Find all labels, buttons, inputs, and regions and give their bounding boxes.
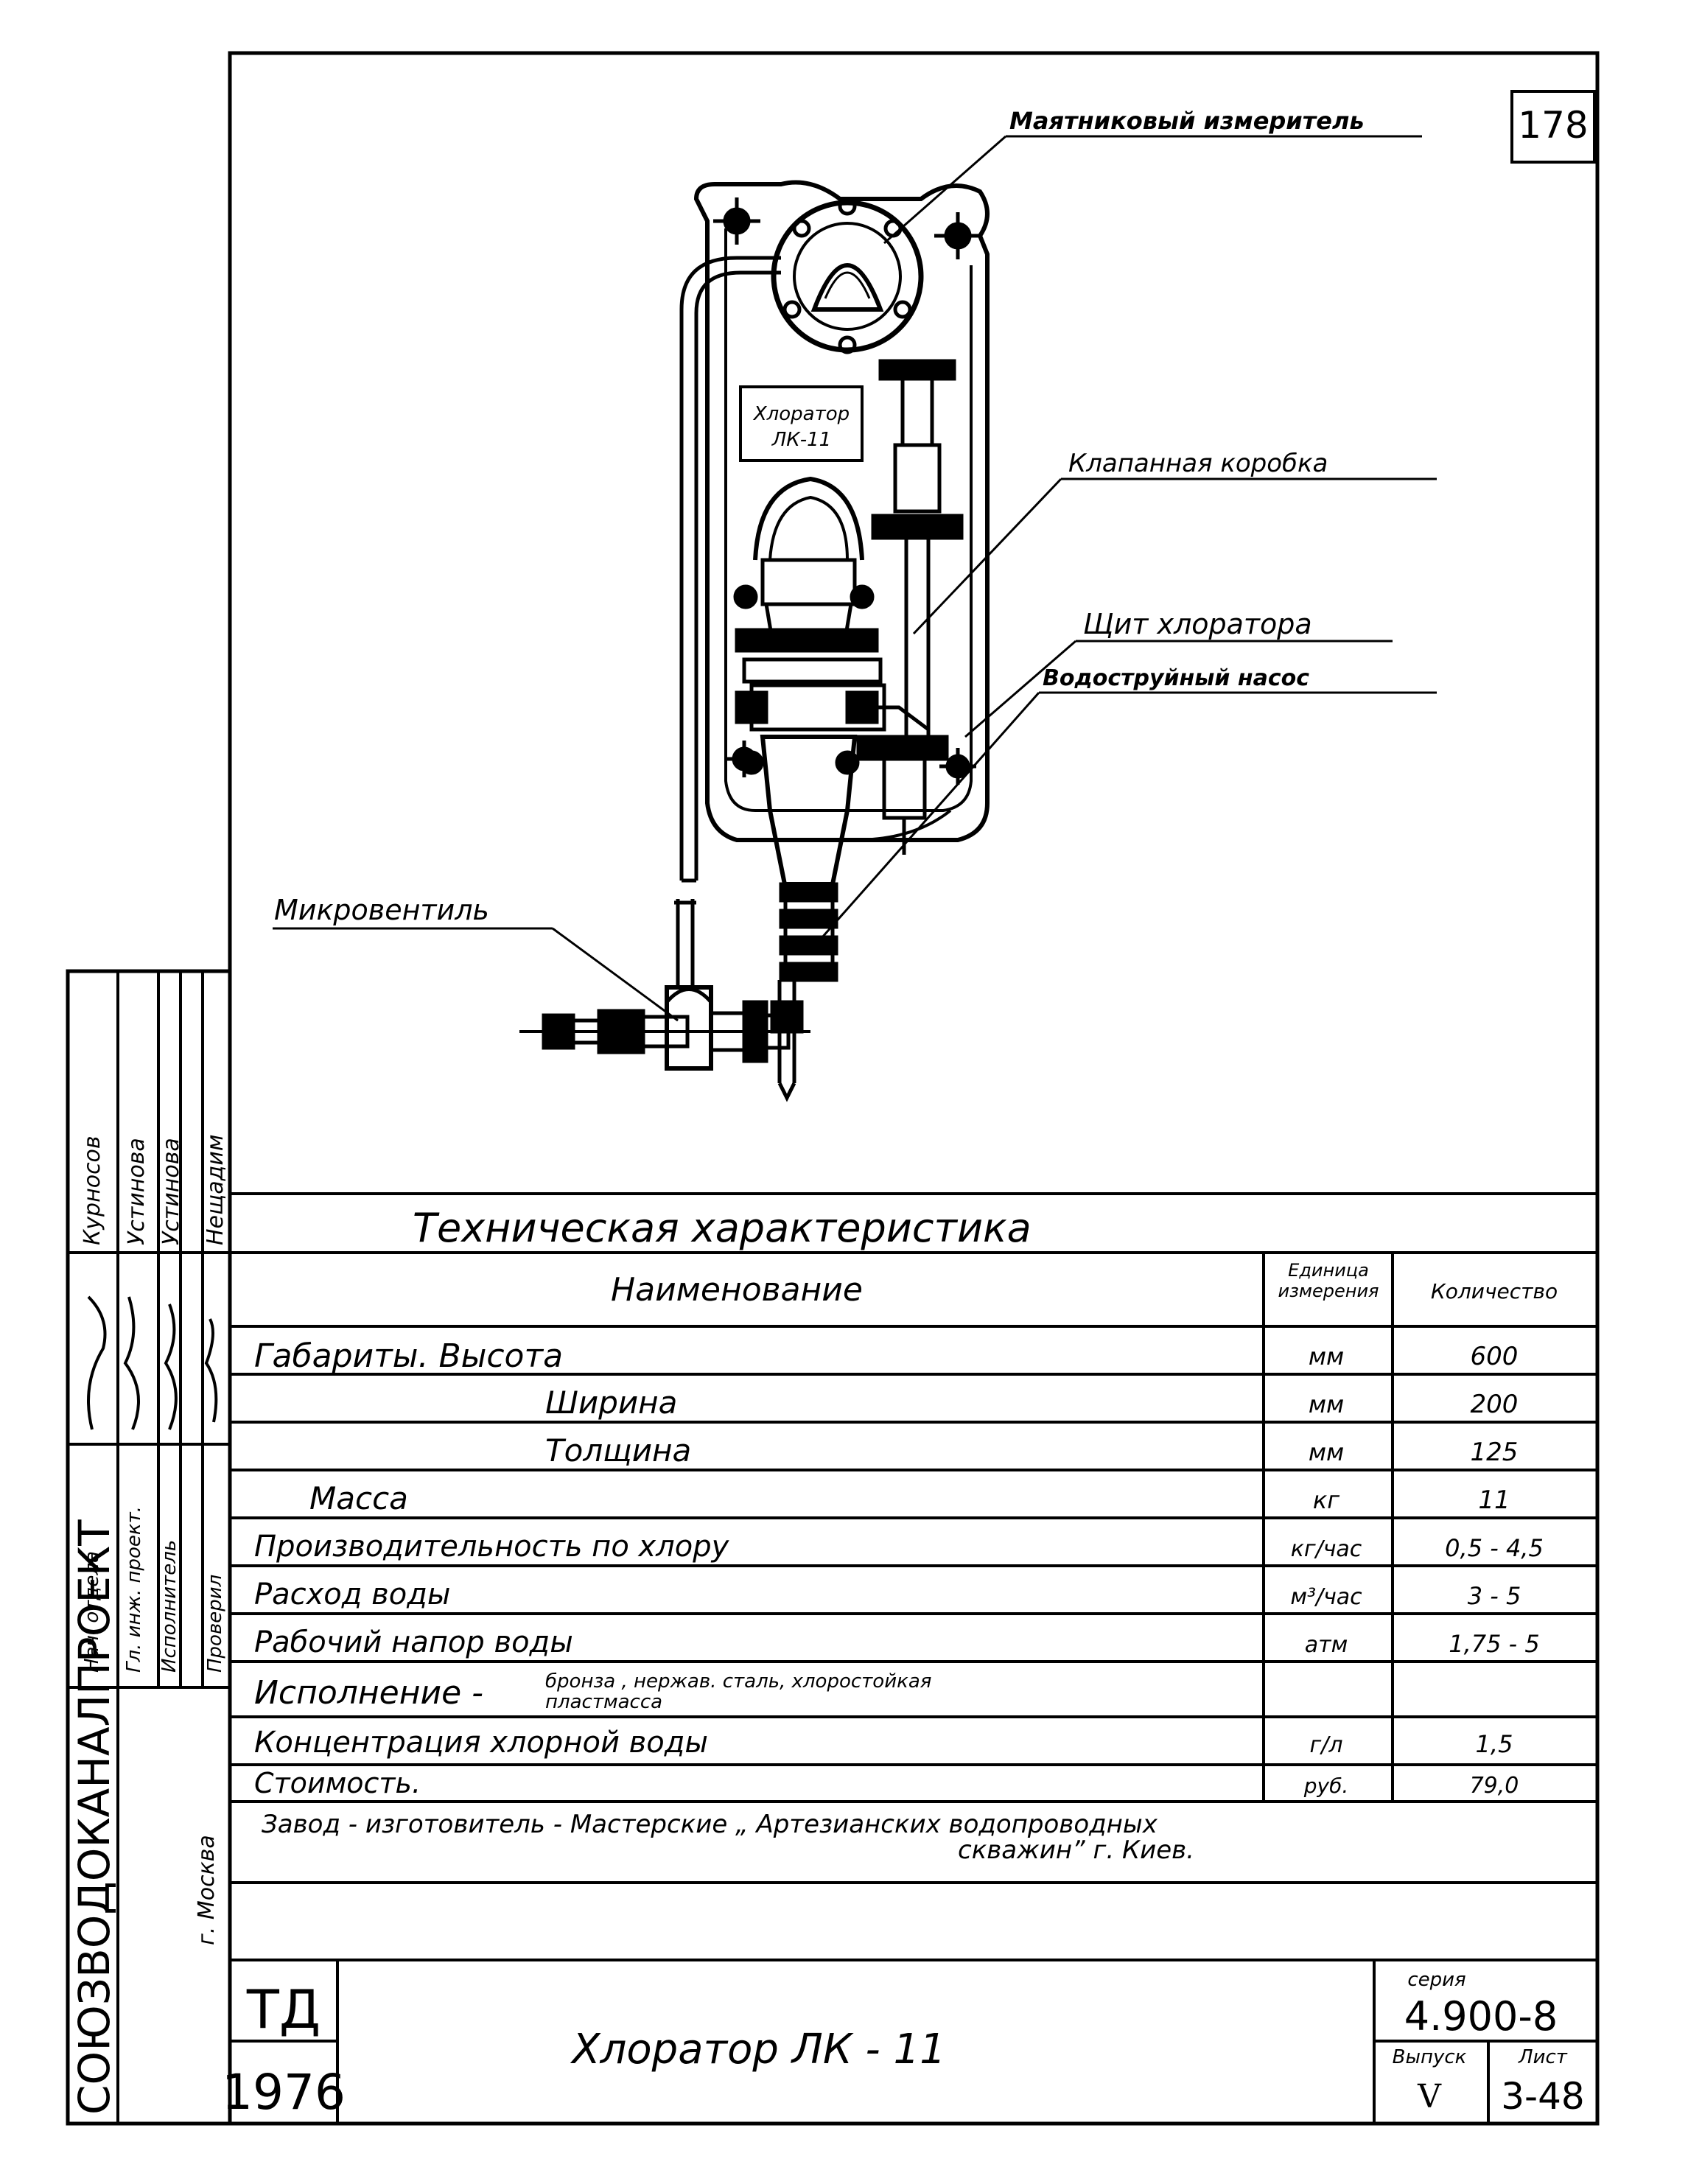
row-name: Производительность по хлору: [254, 1530, 730, 1564]
row-unit: м³/час: [1290, 1584, 1362, 1610]
row-unit: мм: [1309, 1343, 1344, 1371]
row-qty: 125: [1471, 1438, 1519, 1467]
mounting-hole-left: [713, 197, 760, 245]
table-title: Техническая характеристика: [413, 1205, 1032, 1251]
callout-valve-box: Клапанная коробка: [1068, 449, 1328, 478]
title-code: ТД: [246, 1978, 321, 2040]
row-qty: 1,75 - 5: [1449, 1630, 1540, 1658]
callout-lines: [273, 135, 1437, 1022]
row-unit: г/л: [1309, 1732, 1342, 1758]
row-name: Расход воды: [254, 1578, 450, 1611]
valve-box: [856, 359, 964, 855]
row-name: Концентрация хлорной воды: [254, 1726, 708, 1760]
row-note: пластмасса: [545, 1691, 662, 1713]
role-executor: Исполнитель: [158, 1540, 181, 1673]
row-name: Рабочий напор воды: [254, 1625, 573, 1659]
title-year: 1976: [222, 2064, 346, 2121]
row-unit: мм: [1309, 1390, 1344, 1418]
device-plate: [739, 385, 864, 462]
name-executor: Устинова: [158, 1138, 184, 1245]
mounting-hole-bottom-right: [939, 748, 976, 785]
header-unit-wrap: Единица измерения: [1278, 1260, 1379, 1301]
callout-microvalve: Микровентиль: [274, 894, 489, 926]
header-qty: Количество: [1431, 1279, 1558, 1303]
page-number: 178: [1518, 104, 1588, 147]
name-chief-engineer: Устинова: [124, 1138, 150, 1245]
row-unit: кг: [1313, 1486, 1339, 1514]
sheet-value: 3-48: [1501, 2075, 1584, 2118]
drawing-title: Хлоратор ЛК - 11: [570, 2026, 945, 2073]
issue-value: V: [1417, 2078, 1442, 2115]
callout-pendulum-meter: Маятниковый измеритель: [1009, 107, 1365, 135]
row-qty: 200: [1471, 1390, 1519, 1419]
row-qty: 600: [1471, 1342, 1519, 1371]
handwritten-signatures: [87, 1295, 218, 1430]
role-checker: Проверил: [204, 1575, 226, 1673]
row-name: Масса: [309, 1480, 408, 1516]
callout-water-jet-pump: Водоструйный насос: [1043, 665, 1309, 691]
device-plate-line1: Хлоратор: [752, 403, 850, 425]
row-qty: 0,5 - 4,5: [1445, 1534, 1544, 1562]
sheet-label: Лист: [1518, 2046, 1568, 2068]
spec-table-lines: [230, 1192, 1597, 1961]
table-rows: Габариты. Высота мм 600 Ширина мм 200 То…: [254, 1337, 1544, 1799]
role-chief-engineer: Гл. инж. проект.: [123, 1506, 145, 1673]
water-jet-pump: [760, 735, 858, 982]
page-number-box: [1510, 90, 1596, 164]
row-unit: руб.: [1303, 1774, 1349, 1798]
header-unit: Единица измерения: [1278, 1260, 1379, 1301]
row-unit: кг/час: [1291, 1536, 1362, 1562]
name-head: Курносов: [80, 1135, 105, 1245]
row-name: Исполнение -: [254, 1674, 483, 1712]
left-stamp-frame: [66, 969, 232, 2126]
row-name: Толщина: [545, 1432, 691, 1469]
mounting-hole-right: [934, 212, 981, 259]
device-plate-line2: ЛК-11: [771, 429, 831, 451]
row-qty: 3 - 5: [1468, 1582, 1521, 1610]
row-qty: 11: [1478, 1485, 1510, 1515]
row-qty: 79,0: [1470, 1773, 1519, 1799]
header-name: Наименование: [611, 1271, 863, 1309]
panel-outline: [693, 180, 990, 842]
row-note: бронза , нержав. сталь, хлоростойкая: [545, 1670, 931, 1693]
issue-label: Выпуск: [1393, 2046, 1467, 2068]
chlorinator-drawing: [519, 180, 990, 1102]
organization-city: г. Москва: [194, 1835, 220, 1945]
name-checker: Нещадим: [203, 1134, 228, 1245]
row-unit: атм: [1305, 1632, 1348, 1658]
ejector-body: [733, 476, 930, 775]
row-name: Габариты. Высота: [254, 1337, 563, 1375]
signature-names: Курносов Устинова Устинова Нещадим: [80, 1134, 228, 1245]
manufacturer-line-1: Завод - изготовитель - Мастерские „ Арте…: [262, 1810, 1158, 1839]
row-qty: 1,5: [1476, 1730, 1513, 1758]
role-head: Нач. отдела: [81, 1551, 103, 1673]
pendulum-meter: [771, 197, 924, 354]
signature-roles: Нач. отдела Гл. инж. проект. Исполнитель…: [81, 1506, 226, 1673]
title-block-lines: [230, 1960, 1597, 2124]
signature-stamp-lines: [68, 971, 230, 2124]
microvalve: [519, 899, 810, 1102]
callout-panel: Щит хлоратора: [1083, 608, 1312, 640]
series-value: 4.900-8: [1404, 1993, 1558, 2040]
row-unit: мм: [1309, 1438, 1344, 1466]
series-label: серия: [1407, 1969, 1465, 1991]
organization-name: СОЮЗВОДОКАНАЛПРОЕКТ: [69, 1519, 119, 2115]
row-name: Ширина: [545, 1385, 677, 1421]
manufacturer-line-2: скважин” г. Киев.: [958, 1835, 1194, 1865]
row-name: Стоимость.: [254, 1767, 421, 1799]
